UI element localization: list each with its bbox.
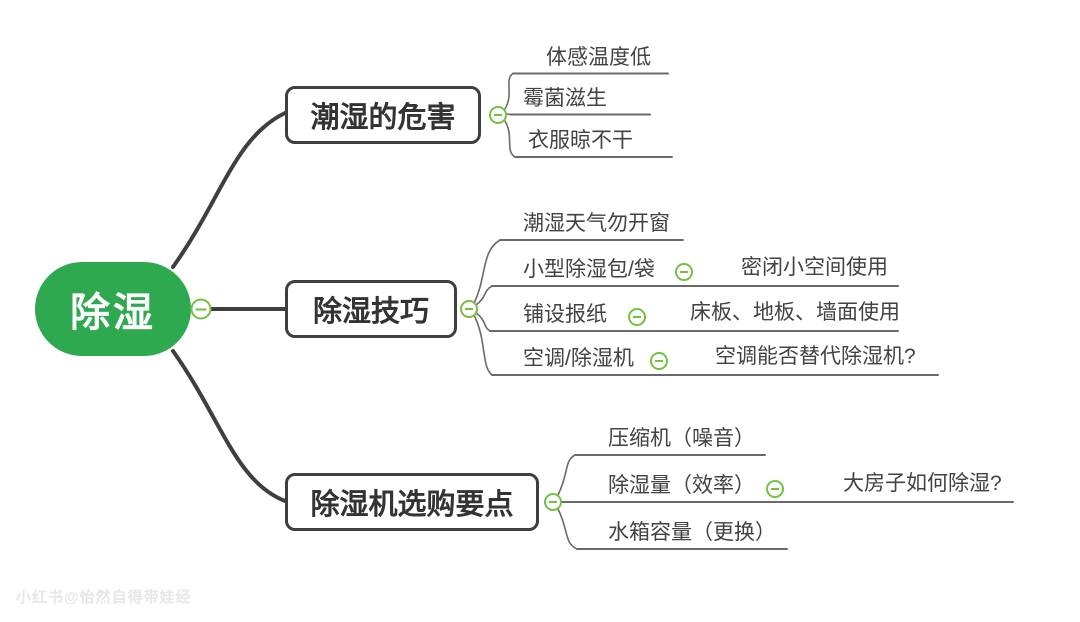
collapse-icon-branch3[interactable] xyxy=(544,493,562,511)
root-node[interactable]: 除湿 xyxy=(35,262,191,356)
branch-label: 除湿机选购要点 xyxy=(310,489,514,521)
connector-branch3-child1 xyxy=(557,454,576,496)
branch-node-buying-points[interactable]: 除湿机选购要点 xyxy=(285,473,539,531)
connector-branch1-child3 xyxy=(504,120,516,158)
connector-root-branch1 xyxy=(171,111,287,269)
collapse-icon-root[interactable] xyxy=(190,298,212,320)
connector-branch2-child3 xyxy=(475,312,491,332)
connector-branch2-child1 xyxy=(473,239,501,304)
grandchild-big-house-question[interactable]: 大房子如何除湿? xyxy=(843,472,1002,495)
leaf-clothes-not-drying[interactable]: 衣服晾不干 xyxy=(528,129,633,152)
branch-label: 潮湿的危害 xyxy=(310,102,456,134)
grandchild-bed-floor-wall-use[interactable]: 床板、地板、墙面使用 xyxy=(690,301,900,324)
collapse-icon-branch2[interactable] xyxy=(460,300,478,318)
connector-root-branch3 xyxy=(171,349,287,503)
collapse-icon-dehumidifier-bag[interactable] xyxy=(675,263,693,281)
branch-node-harms[interactable]: 潮湿的危害 xyxy=(285,86,481,144)
collapse-icon-capacity-efficiency[interactable] xyxy=(766,480,784,498)
connector-branch2-child4 xyxy=(473,314,493,376)
leaf-tank-capacity[interactable]: 水箱容量（更换） xyxy=(608,521,776,544)
collapse-icon-ac-dehumidifier[interactable] xyxy=(650,352,668,370)
connector-branch2-child2 xyxy=(475,285,493,306)
collapse-icon-newspaper[interactable] xyxy=(628,308,646,326)
connector-branch3-child3 xyxy=(557,508,578,550)
branch-label: 除湿技巧 xyxy=(312,296,429,328)
watermark: 小红书@怡然自得带娃经 xyxy=(16,589,192,606)
grandchild-ac-replace-question[interactable]: 空调能否替代除湿机? xyxy=(715,345,916,368)
leaf-compressor-noise[interactable]: 压缩机（噪音） xyxy=(608,427,755,450)
connector-branch1-child1 xyxy=(504,72,514,110)
leaf-mold-growth[interactable]: 霉菌滋生 xyxy=(523,87,607,110)
collapse-icon-branch1[interactable] xyxy=(489,106,507,124)
leaf-body-temp-low[interactable]: 体感温度低 xyxy=(546,46,651,69)
leaf-capacity-efficiency[interactable]: 除湿量（效率） xyxy=(608,474,755,497)
grandchild-small-space-use[interactable]: 密闭小空间使用 xyxy=(741,256,888,279)
leaf-newspaper[interactable]: 铺设报纸 xyxy=(523,303,607,326)
leaf-ac-dehumidifier[interactable]: 空调/除湿机 xyxy=(523,347,634,370)
leaf-no-window-open[interactable]: 潮湿天气勿开窗 xyxy=(523,212,670,235)
leaf-dehumidifier-bag[interactable]: 小型除湿包/袋 xyxy=(523,258,655,281)
root-label: 除湿 xyxy=(70,291,156,335)
branch-node-tips[interactable]: 除湿技巧 xyxy=(285,280,457,338)
